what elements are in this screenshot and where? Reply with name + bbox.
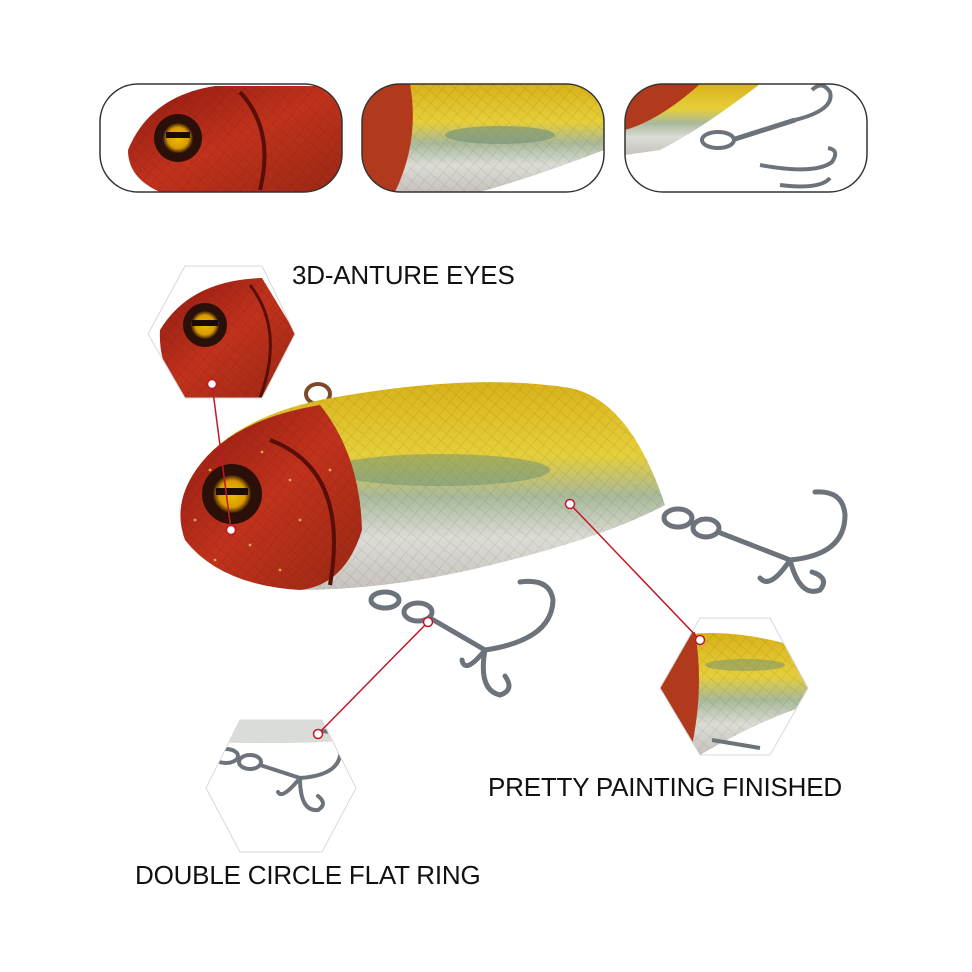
callout-label-eyes: 3D-ANTURE EYES [292,260,515,290]
thumbnail-body [361,83,605,193]
callout-painting-zoom [659,617,809,756]
thumbnail-head [99,83,343,193]
callout-label-painting: PRETTY PAINTING FINISHED [488,772,842,802]
belly-hook [368,578,556,698]
callout-eyes-zoom [147,265,296,399]
lure-main [180,382,848,698]
callout-painting-leader [564,498,706,646]
thumbnail-hook [624,83,868,193]
callout-ring-leader [312,616,434,740]
callout-label-ring: DOUBLE CIRCLE FLAT RING [135,860,481,890]
callout-eyes-leader [206,378,237,536]
callout-ring-zoom [205,719,357,853]
rear-hook [661,489,848,594]
lure-eye [202,464,262,524]
